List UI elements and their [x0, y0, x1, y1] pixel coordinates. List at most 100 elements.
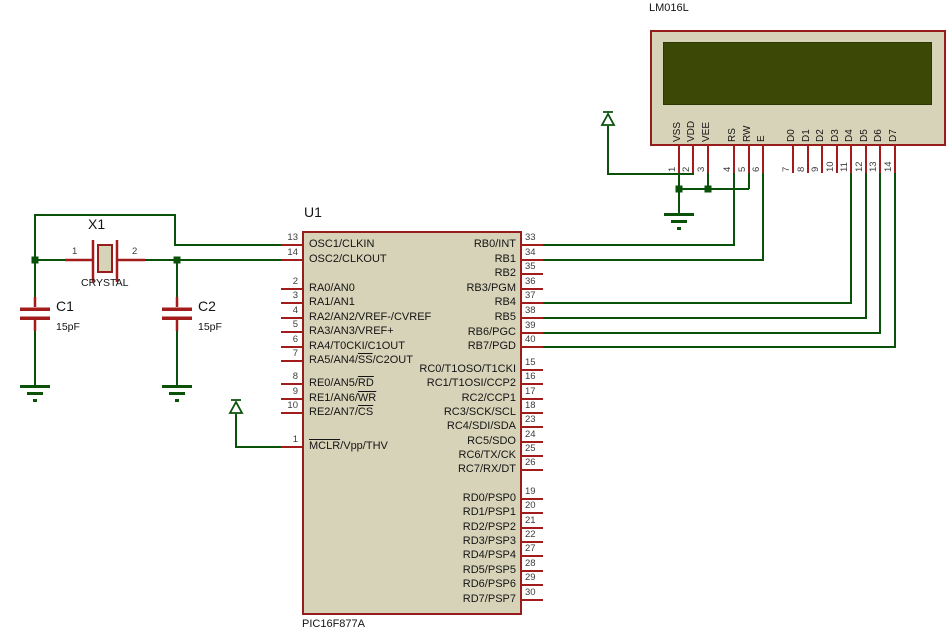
lcd-pin[interactable]: [864, 144, 868, 173]
crystal-ref-label: X1: [88, 216, 106, 232]
wire-rb7-d7[interactable]: [543, 171, 896, 348]
wire-rb5-d5[interactable]: [543, 171, 867, 319]
lcd-pin[interactable]: [706, 144, 710, 173]
lcd-pin[interactable]: [732, 144, 736, 173]
lcd-pin[interactable]: [849, 144, 853, 173]
capacitor-symbol[interactable]: [20, 297, 50, 331]
ground-symbol[interactable]: [20, 385, 50, 402]
pic-pin[interactable]: [520, 440, 543, 444]
pic-pin[interactable]: [520, 345, 543, 349]
pic-pin[interactable]: [281, 411, 302, 415]
pic-pin-label: RA2/AN2/VREF-/CVREF: [309, 311, 432, 323]
pic-pin-number: 20: [525, 500, 536, 511]
pic-pin[interactable]: [281, 359, 302, 363]
lcd-pin[interactable]: [893, 144, 897, 173]
crystal-symbol[interactable]: [65, 240, 145, 282]
lcd-pin-number: 14: [883, 161, 894, 172]
pic-pin[interactable]: [520, 272, 543, 276]
wire-rb4-d4[interactable]: [543, 171, 852, 304]
pic-pin[interactable]: [520, 554, 543, 558]
capacitor-symbol[interactable]: [162, 297, 192, 331]
pic-pin-number: 29: [525, 572, 536, 583]
pic-pin-number: 38: [525, 305, 536, 316]
pic-pin-number: 4: [292, 305, 298, 316]
pic-pin-label: RE0/AN5/RD: [309, 377, 374, 389]
wire-rb1-e[interactable]: [543, 171, 764, 261]
pic-pin[interactable]: [520, 243, 543, 247]
wire-lcd-ground[interactable]: [678, 171, 750, 213]
pic-pin-label: RB5: [494, 311, 516, 323]
pic-pin[interactable]: [520, 454, 543, 458]
lcd-pin[interactable]: [677, 144, 681, 173]
pic-pin-label: OSC1/CLKIN: [309, 238, 375, 250]
lcd-pin[interactable]: [820, 144, 824, 173]
wire-osc1[interactable]: [34, 214, 281, 260]
pic-pin-number: 27: [525, 543, 536, 554]
pic-pin[interactable]: [520, 497, 543, 501]
pic-pin[interactable]: [520, 411, 543, 415]
ground-symbol[interactable]: [162, 385, 192, 402]
pic-pin[interactable]: [281, 397, 302, 401]
pic-pin[interactable]: [281, 243, 302, 247]
lcd-pin[interactable]: [791, 144, 795, 173]
pic-pin[interactable]: [520, 468, 543, 472]
crystal-pin-number: 1: [72, 246, 78, 257]
crystal-value-label: CRYSTAL: [81, 277, 129, 289]
lcd-pin[interactable]: [835, 144, 839, 173]
power-terminal[interactable]: [600, 111, 616, 126]
pic-pin[interactable]: [520, 382, 543, 386]
power-terminal[interactable]: [228, 399, 244, 414]
lcd-pin[interactable]: [691, 144, 695, 173]
pic-pin[interactable]: [281, 330, 302, 334]
lcd-pin-label: D5: [859, 129, 870, 142]
pic-pin[interactable]: [281, 287, 302, 291]
lcd-pin-label: D2: [815, 129, 826, 142]
wire-mclr[interactable]: [235, 414, 281, 448]
lcd-pin-number: 7: [781, 166, 792, 172]
pic-part-label: PIC16F877A: [302, 618, 365, 630]
pic-pin[interactable]: [520, 316, 543, 320]
pic-pin[interactable]: [520, 540, 543, 544]
pic-pin-label: RE1/AN6/WR: [309, 392, 377, 404]
pic-pin-number: 36: [525, 276, 536, 287]
pic-pin-number: 37: [525, 290, 536, 301]
pic-pin[interactable]: [520, 287, 543, 291]
lcd-pin[interactable]: [761, 144, 765, 173]
lcd-pin[interactable]: [806, 144, 810, 173]
pic-pin[interactable]: [520, 425, 543, 429]
pic-pin-number: 16: [525, 371, 536, 382]
pic-pin[interactable]: [520, 511, 543, 515]
pic-pin[interactable]: [520, 301, 543, 305]
pic-pin-label: RD0/PSP0: [462, 492, 516, 504]
pic-body[interactable]: [302, 231, 522, 615]
pic-pin-number: 18: [525, 400, 536, 411]
pic-pin[interactable]: [281, 301, 302, 305]
wire-rb6-d6[interactable]: [543, 171, 881, 334]
pic-pin[interactable]: [520, 583, 543, 587]
wire-rb0-rs[interactable]: [543, 171, 735, 246]
pic-pin[interactable]: [520, 569, 543, 573]
junction-dot: [675, 185, 683, 193]
pic-pin[interactable]: [520, 258, 543, 262]
pic-pin-number: 1: [292, 434, 298, 445]
pic-pin-label: RD2/PSP2: [462, 521, 516, 533]
lcd-pin-label: D1: [801, 129, 812, 142]
pic-pin[interactable]: [520, 598, 543, 602]
pic-pin[interactable]: [520, 368, 543, 372]
pic-pin-number: 33: [525, 232, 536, 243]
lcd-pin-label: RS: [727, 128, 738, 142]
lcd-pin[interactable]: [878, 144, 882, 173]
lcd-pin[interactable]: [747, 144, 751, 173]
pic-pin[interactable]: [281, 445, 302, 449]
ground-symbol[interactable]: [664, 213, 694, 230]
pic-pin[interactable]: [281, 382, 302, 386]
pic-pin[interactable]: [520, 397, 543, 401]
pic-pin[interactable]: [520, 526, 543, 530]
lcd-pin-label: VEE: [701, 121, 712, 142]
crystal-pin-number: 2: [132, 246, 138, 257]
pic-pin[interactable]: [281, 316, 302, 320]
pic-pin[interactable]: [281, 345, 302, 349]
pic-pin[interactable]: [520, 331, 543, 335]
pic-pin[interactable]: [281, 258, 302, 262]
